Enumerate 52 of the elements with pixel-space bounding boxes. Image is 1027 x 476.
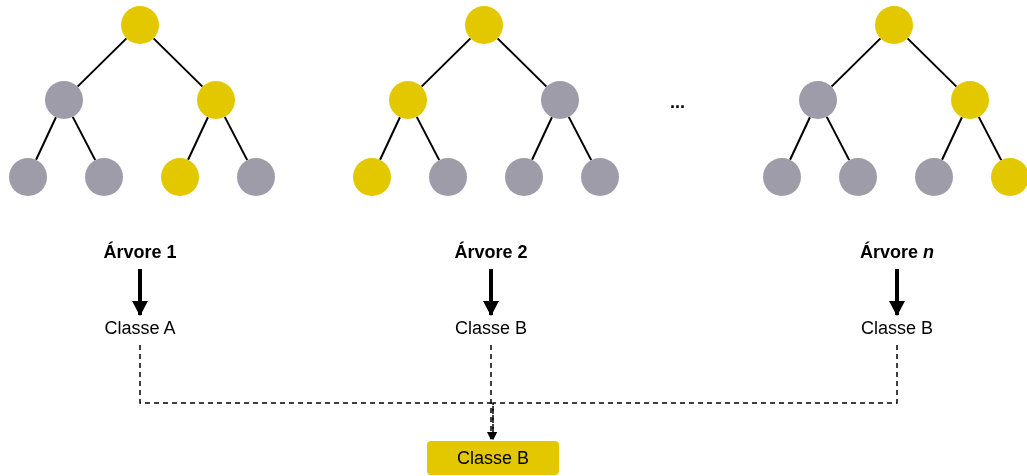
- result-label: Classe B: [427, 441, 559, 475]
- tree-node-circle: [353, 158, 391, 196]
- tree-branch-line: [567, 115, 593, 162]
- tree-node-circle: [763, 158, 801, 196]
- tree-node-circle: [161, 158, 199, 196]
- dashed-arrow: [487, 344, 495, 440]
- thick-arrow: [132, 269, 148, 316]
- tree-node-circle: [9, 158, 47, 196]
- tree-branch-line: [379, 116, 401, 161]
- tree-node-circle: [951, 81, 989, 119]
- tree-branch-line: [789, 116, 811, 161]
- tree-title: Árvore 1: [60, 241, 220, 263]
- tree-node-circle: [429, 158, 467, 196]
- tree-branch-line: [941, 116, 963, 161]
- class-label: Classe B: [817, 317, 977, 339]
- tree-branch-line: [76, 37, 128, 88]
- tree-node-circle: [581, 158, 619, 196]
- tree-branch-line: [830, 37, 882, 88]
- tree-title: Árvore 2: [411, 241, 571, 263]
- tree-branch-line: [906, 37, 958, 88]
- tree-branch-line: [187, 116, 209, 161]
- tree-branch-line: [420, 37, 472, 88]
- tree-node-circle: [237, 158, 275, 196]
- tree-branch-line: [825, 115, 851, 162]
- tree-node-circle: [875, 6, 913, 44]
- class-label: Classe B: [411, 317, 571, 339]
- tree-node-circle: [541, 81, 579, 119]
- tree-node-circle: [389, 81, 427, 119]
- tree-branch-line: [415, 115, 441, 162]
- tree-node-circle: [839, 158, 877, 196]
- tree-node-circle: [465, 6, 503, 44]
- ellipsis-text: ...: [670, 92, 685, 113]
- tree-node-circle: [121, 6, 159, 44]
- tree-branch-line: [531, 116, 553, 161]
- tree-branch-line: [223, 115, 249, 162]
- tree-node-circle: [991, 158, 1027, 196]
- tree-node-circle: [85, 158, 123, 196]
- tree-branch-line: [35, 116, 57, 161]
- tree-node-circle: [915, 158, 953, 196]
- tree-branch-line: [977, 115, 1003, 162]
- tree-node-circle: [197, 81, 235, 119]
- tree-branch-line: [496, 37, 548, 88]
- tree-branch-line: [152, 37, 204, 88]
- thick-arrow: [483, 269, 499, 316]
- class-label: Classe A: [60, 317, 220, 339]
- tree-branch-line: [71, 115, 97, 162]
- thick-arrow: [889, 269, 905, 316]
- tree-node-circle: [799, 81, 837, 119]
- tree-node-circle: [45, 81, 83, 119]
- dashed-arrow: [489, 344, 898, 440]
- tree-title: Árvore n: [817, 241, 977, 263]
- tree-node-circle: [505, 158, 543, 196]
